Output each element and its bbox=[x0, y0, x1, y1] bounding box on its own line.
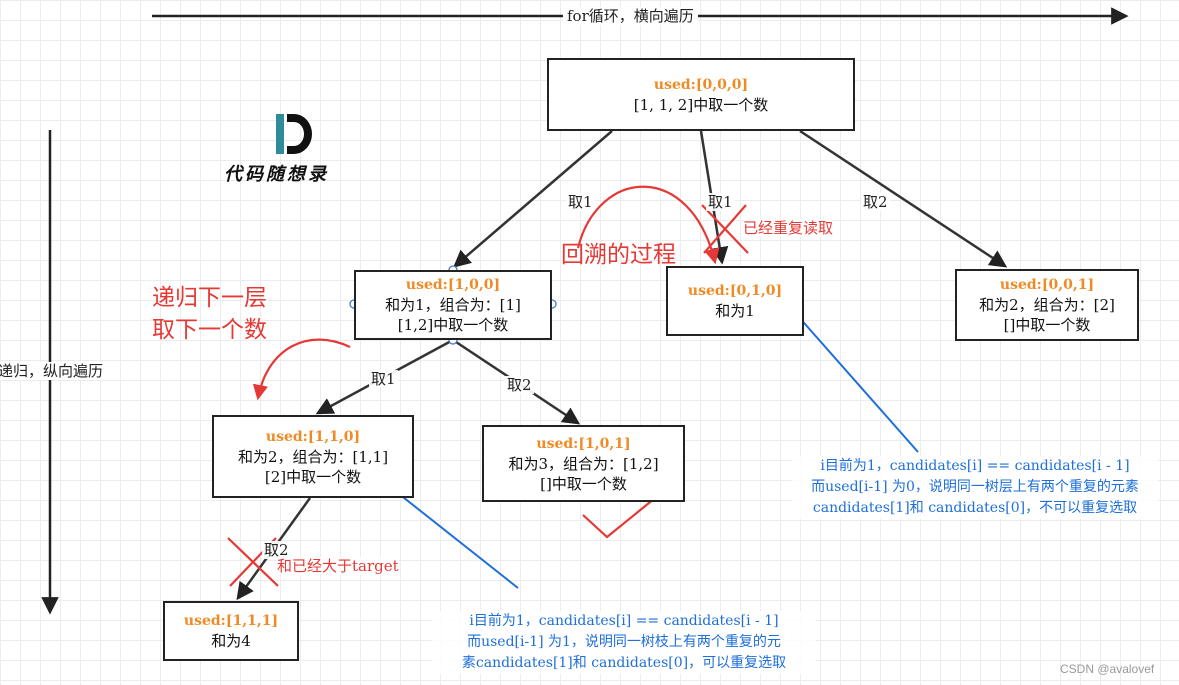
node-101-line1: 和为3，组合为：[1,2] bbox=[508, 454, 659, 473]
edge-label-l3: 取2 bbox=[262, 541, 291, 559]
node-110-used: used:[1,1,0] bbox=[265, 428, 361, 445]
node-used-101: used:[1,0,1] 和为3，组合为：[1,2] []中取一个数 bbox=[482, 425, 685, 502]
backtrack-arrow bbox=[576, 185, 720, 265]
dup-read-note: 已经重复读取 bbox=[743, 219, 834, 237]
edge-root-right bbox=[799, 129, 1008, 268]
edge-label-root-right: 取2 bbox=[861, 193, 890, 211]
node-010-used: used:[0,1,0] bbox=[687, 283, 783, 299]
node-used-010: used:[0,1,0] 和为1 bbox=[666, 266, 804, 336]
logo: 代码随想录 bbox=[222, 110, 358, 190]
over-target-note: 和已经大于target bbox=[277, 557, 399, 575]
node-100-line1: 和为1，组合为：[1] bbox=[385, 296, 521, 314]
node-used-100: used:[1,0,0] 和为1，组合为：[1] [1,2]中取一个数 bbox=[354, 270, 552, 340]
node-001-line2: []中取一个数 bbox=[1003, 316, 1091, 334]
note-right-line3: candidates[1]和 candidates[0]，不可以重复选取 bbox=[812, 500, 1138, 516]
recurse-label-line2: 取下一个数 bbox=[152, 317, 267, 343]
edge-label-l2-left: 取1 bbox=[369, 370, 398, 388]
node-110-line2: [2]中取一个数 bbox=[264, 467, 362, 486]
cross-dup-read bbox=[701, 204, 749, 254]
recurse-label-line1: 递归下一层 bbox=[152, 285, 267, 311]
node-001-used: used:[0,0,1] bbox=[999, 277, 1095, 293]
node-100-used: used:[1,0,0] bbox=[405, 277, 501, 293]
node-111-used: used:[1,1,1] bbox=[183, 613, 279, 629]
note-bottom-line2: 而used[i-1] 为1，说明同一树枝上有两个重复的元 bbox=[467, 634, 781, 650]
check-mark bbox=[582, 489, 666, 539]
logo-d-icon bbox=[276, 114, 312, 154]
note-right-line2: 而used[i-1] 为0，说明同一树层上有两个重复的元素 bbox=[811, 479, 1139, 495]
note-bottom-line3: 素candidates[1]和 candidates[0]，可以重复选取 bbox=[461, 655, 787, 671]
node-101-line2: []中取一个数 bbox=[540, 474, 627, 493]
edge-root-left bbox=[453, 130, 613, 268]
note-bottom: i目前为1，candidates[i] == candidates[i - 1]… bbox=[432, 611, 816, 674]
node-root: used:[0,0,0] [1, 1, 2]中取一个数 bbox=[547, 58, 855, 131]
backtrack-label: 回溯的过程 bbox=[561, 242, 676, 268]
node-used-110: used:[1,1,0] 和为2，组合为：[1,1] [2]中取一个数 bbox=[212, 415, 414, 498]
node-used-001: used:[0,0,1] 和为2，组合为：[2] []中取一个数 bbox=[955, 269, 1139, 341]
recurse-arrow bbox=[252, 338, 351, 401]
note-right-line1: i目前为1，candidates[i] == candidates[i - 1] bbox=[820, 458, 1130, 474]
note-right: i目前为1，candidates[i] == candidates[i - 1]… bbox=[792, 456, 1158, 519]
logo-text: 代码随想录 bbox=[224, 164, 329, 185]
node-101-used: used:[1,0,1] bbox=[536, 435, 631, 452]
node-110-line1: 和为2，组合为：[1,1] bbox=[237, 447, 389, 466]
vertical-axis-label: 递归，纵向遍历 bbox=[0, 362, 104, 380]
node-001-line1: 和为2，组合为：[2] bbox=[979, 296, 1115, 314]
node-111-line1: 和为4 bbox=[211, 632, 251, 650]
note-bottom-line1: i目前为1，candidates[i] == candidates[i - 1] bbox=[469, 613, 779, 629]
node-100-line2: [1,2]中取一个数 bbox=[397, 316, 509, 334]
blue-arrow-right bbox=[788, 305, 919, 453]
horizontal-axis-label: for循环，横向遍历 bbox=[563, 7, 698, 25]
edge-label-root-mid: 取1 bbox=[706, 193, 735, 211]
node-root-line1: [1, 1, 2]中取一个数 bbox=[633, 95, 769, 114]
node-010-line1: 和为1 bbox=[715, 302, 755, 320]
node-used-111: used:[1,1,1] 和为4 bbox=[163, 601, 299, 661]
edge-label-root-left: 取1 bbox=[566, 193, 595, 211]
edge-label-l2-right: 取2 bbox=[505, 376, 534, 394]
watermark: CSDN @avalovef bbox=[1060, 662, 1155, 676]
node-root-used: used:[0,0,0] bbox=[653, 76, 749, 93]
